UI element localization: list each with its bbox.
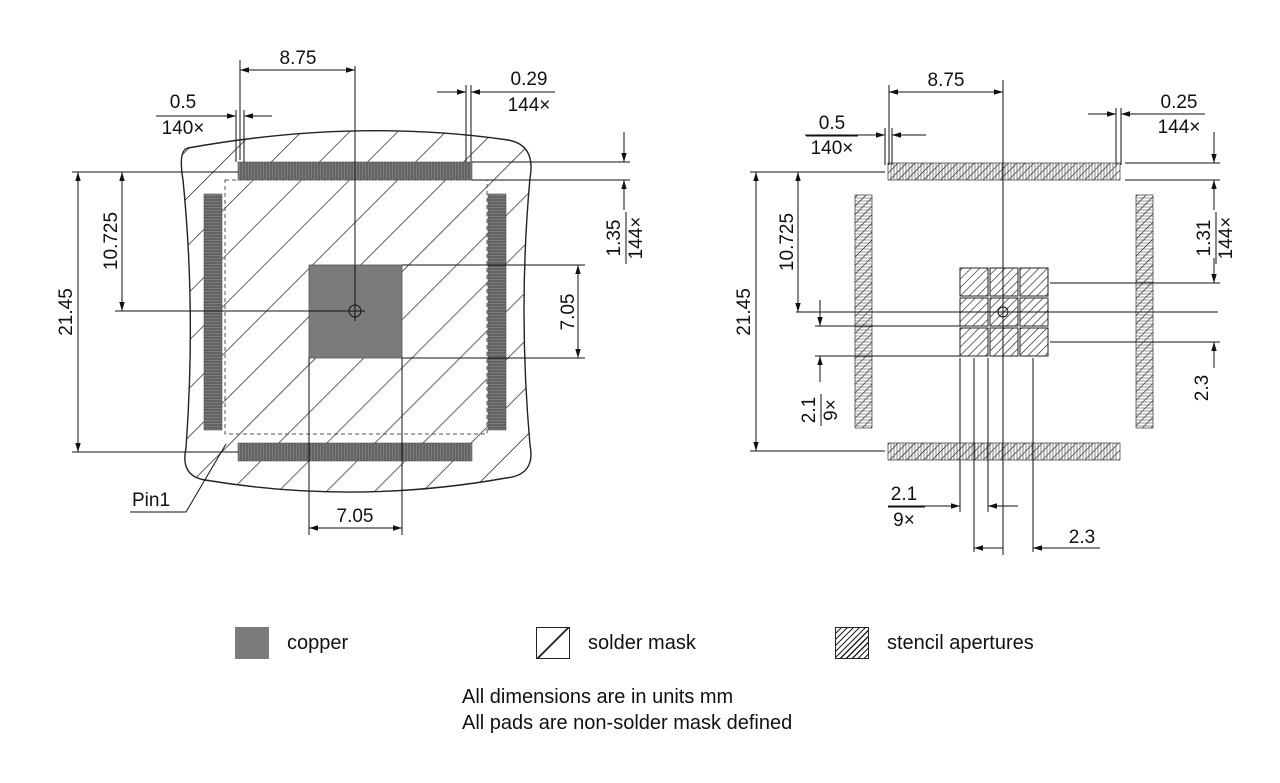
dim-pitch-count-r: 140× xyxy=(811,138,854,159)
center-mark-right xyxy=(796,80,1218,555)
stencil-separators xyxy=(855,163,1153,460)
footprint-drawing: 8.75 0.5 140× 0.29 144× 1.35 144× 21.45 … xyxy=(56,48,1237,555)
dim-aperture-count-v: 9× xyxy=(821,399,842,421)
dim-pad-width-r: 0.25 xyxy=(1161,92,1198,113)
dim-aperture-count-h: 9× xyxy=(893,510,915,531)
center-mark xyxy=(115,66,365,321)
dim-pitch-r: 0.5 xyxy=(819,113,845,134)
stencil-swatch xyxy=(835,627,869,659)
dim-full-span-r: 21.45 xyxy=(734,288,755,336)
dim-pad-length-count-r: 144× xyxy=(1216,217,1237,260)
legend-copper-label: copper xyxy=(287,631,349,654)
pad-row-right xyxy=(487,193,507,431)
dim-aperture-pitch-v: 2.3 xyxy=(1192,375,1213,401)
legend-copper: copper xyxy=(235,626,348,660)
aperture xyxy=(1019,327,1049,357)
mask-opening xyxy=(224,179,488,435)
stencil-row-bottom xyxy=(887,442,1121,461)
aperture xyxy=(959,327,989,357)
left-view: 8.75 0.5 140× 0.29 144× 1.35 144× 21.45 … xyxy=(56,48,647,535)
dim-pad-to-center-r: 8.75 xyxy=(928,70,965,91)
dim-pad-width-count: 144× xyxy=(508,95,551,116)
aperture xyxy=(1019,267,1049,297)
dim-half-span: 10.725 xyxy=(101,212,122,270)
pad-row-left xyxy=(203,193,223,431)
notes: All dimensions are in units mm All pads … xyxy=(462,684,792,736)
legend-solder-mask-label: solder mask xyxy=(588,631,696,654)
dim-pad-width: 0.29 xyxy=(511,69,548,90)
aperture xyxy=(959,267,989,297)
aperture xyxy=(989,267,1019,297)
dim-aperture-size-v: 2.1 xyxy=(799,397,820,423)
dim-half-span-r: 10.725 xyxy=(777,213,798,271)
right-dimension-lines xyxy=(750,85,1220,552)
right-view: 8.75 0.5 140× 0.25 144× 1.31 144× 21.45 … xyxy=(734,70,1237,555)
dim-aperture-pitch-h: 2.3 xyxy=(1069,527,1095,548)
dim-pad-to-center: 8.75 xyxy=(280,48,317,69)
legend-solder-mask: solder mask xyxy=(536,626,696,660)
dim-aperture-size-h: 2.1 xyxy=(891,484,917,505)
aperture xyxy=(989,327,1019,357)
copper-swatch xyxy=(235,627,269,659)
legend-stencil-label: stencil apertures xyxy=(887,631,1034,654)
dim-pad-length: 1.35 xyxy=(604,220,625,257)
legend-stencil: stencil apertures xyxy=(835,626,1034,660)
dim-full-span: 21.45 xyxy=(56,288,77,336)
dim-exposed-pad-width: 7.05 xyxy=(337,506,374,527)
solder-mask-swatch xyxy=(536,627,570,659)
pad-separators xyxy=(204,162,506,461)
dim-pitch: 0.5 xyxy=(170,92,196,113)
stencil-row-top xyxy=(887,162,1121,181)
dim-pad-length-count: 144× xyxy=(626,217,647,260)
dim-exposed-pad-height: 7.05 xyxy=(558,294,579,331)
dim-pitch-count: 140× xyxy=(162,118,205,139)
note-units: All dimensions are in units mm xyxy=(462,686,734,708)
dim-pad-length-r: 1.31 xyxy=(1194,220,1215,257)
pin1-label: Pin1 xyxy=(132,490,170,511)
note-pads: All pads are non-solder mask defined xyxy=(462,712,793,734)
stencil-aperture-grid xyxy=(959,267,1049,357)
dim-pad-width-count-r: 144× xyxy=(1158,117,1201,138)
